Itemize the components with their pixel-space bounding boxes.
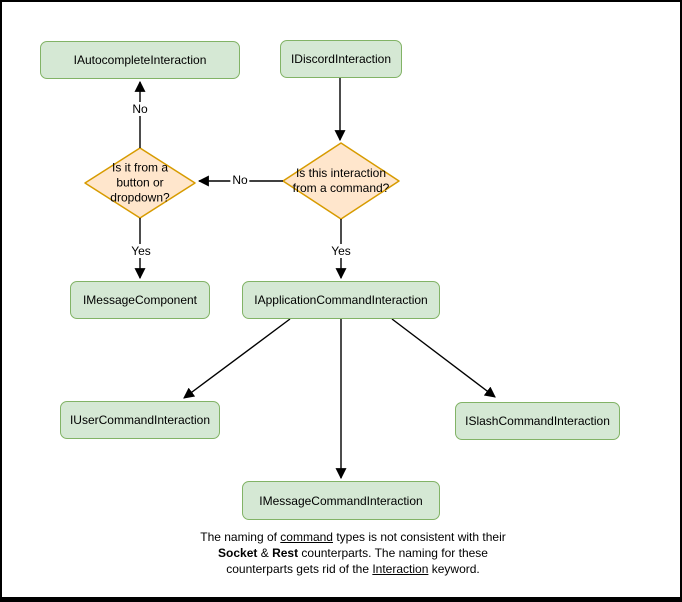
caption-bold-socket: Socket xyxy=(218,546,258,560)
node-islashcommandinteraction: ISlashCommandInteraction xyxy=(455,402,620,440)
node-imessagecommandinteraction: IMessageCommandInteraction xyxy=(242,481,440,520)
caption-underlined-interaction: Interaction xyxy=(372,562,429,576)
caption-text: counterparts gets rid of the xyxy=(226,562,373,576)
caption-line-2: Socket & Rest counterparts. The naming f… xyxy=(143,545,563,561)
caption-text: The naming of xyxy=(200,530,281,544)
node-imessagecomponent: IMessageComponent xyxy=(70,281,210,319)
edge-to-slash-command xyxy=(391,318,496,398)
edge-label-yes-right: Yes xyxy=(329,244,353,258)
caption-line-3: counterparts gets rid of the Interaction… xyxy=(143,561,563,577)
caption-text: keyword. xyxy=(428,562,480,576)
edge-label-no-mid: No xyxy=(230,173,250,187)
caption-text: counterparts. The naming for these xyxy=(298,546,488,560)
edge-label-no-top: No xyxy=(130,102,150,116)
caption-text: & xyxy=(257,546,273,560)
edge-to-user-command xyxy=(183,318,291,399)
caption-underlined-command: command xyxy=(280,530,333,544)
node-iautocompleteinteraction: IAutocompleteInteraction xyxy=(40,41,240,79)
node-idiscordinteraction: IDiscordInteraction xyxy=(280,40,402,78)
decision-command-label: Is this interaction from a command? xyxy=(292,166,390,195)
caption-note: The naming of command types is not consi… xyxy=(143,529,563,577)
caption-bold-rest: Rest xyxy=(272,546,299,560)
edge-label-yes-left: Yes xyxy=(129,244,153,258)
decision-component-label: Is it from a button or dropdown? xyxy=(110,160,170,205)
node-iapplicationcommandinteraction: IApplicationCommandInteraction xyxy=(242,281,440,319)
caption-text: types is not consistent with their xyxy=(332,530,506,544)
caption-line-1: The naming of command types is not consi… xyxy=(143,529,563,545)
node-iusercommandinteraction: IUserCommandInteraction xyxy=(60,401,220,439)
